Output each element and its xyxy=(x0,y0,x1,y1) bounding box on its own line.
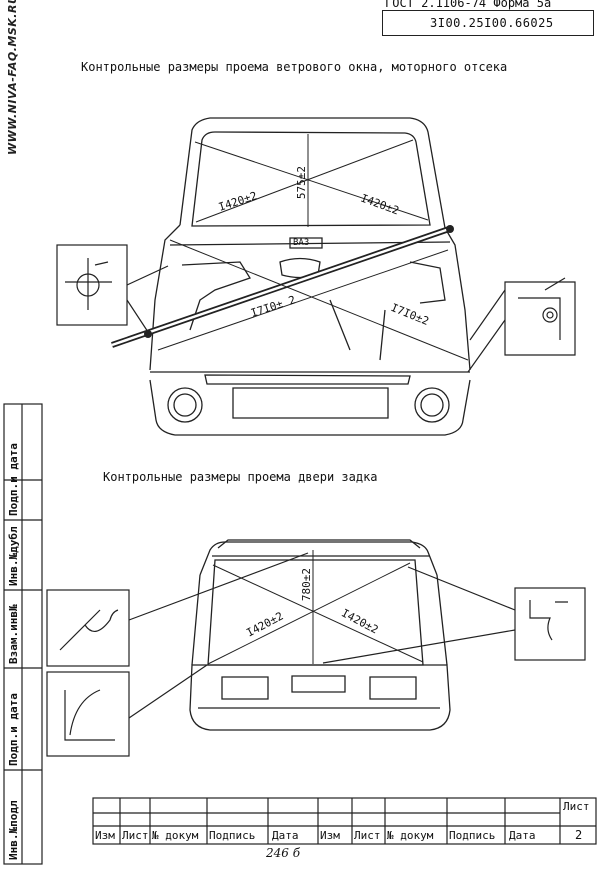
stamp-vzam-inv: Взам.инв№ xyxy=(7,604,20,664)
vaz-label: ВАЗ xyxy=(293,238,310,248)
rear-left-detail-top xyxy=(46,552,309,667)
windshield-section-title: Контрольные размеры проема ветрового окн… xyxy=(81,60,508,74)
front-dimension-lines xyxy=(157,134,469,361)
sheet-label: Лист xyxy=(563,800,590,813)
title-block-frame xyxy=(92,797,597,845)
front-right-detail xyxy=(467,277,576,373)
rear-height-label: 780±2 xyxy=(300,567,314,602)
doc-code-frame xyxy=(382,10,594,36)
doc-code: 3I00.25I00.66025 xyxy=(430,16,554,30)
front-left-detail xyxy=(56,244,169,336)
rear-dimension-lines xyxy=(207,550,424,665)
tailgate-section-title: Контрольные размеры проема двери задка xyxy=(103,470,378,484)
rear-right-detail xyxy=(322,566,586,664)
front-car-outline xyxy=(149,117,471,436)
standard-reference: ГОСТ 2.1106-74 Форма 5а xyxy=(385,0,552,10)
front-height-label: 575±2 xyxy=(295,165,309,200)
col-podpis-2: Подпись xyxy=(449,829,496,842)
sheet-number: 2 xyxy=(575,828,583,842)
measuring-rod xyxy=(111,225,454,348)
rear-left-detail-bottom xyxy=(46,664,208,757)
stamp-inv-podl: Инв.№подл xyxy=(7,800,20,860)
col-izm-2: Изм xyxy=(320,829,340,842)
col-dokum-2: № докум xyxy=(387,829,434,842)
col-dokum-1: № докум xyxy=(152,829,199,842)
rear-car-outline xyxy=(189,539,451,731)
page-number: 246 б xyxy=(266,846,301,860)
col-data-1: Дата xyxy=(272,829,299,842)
stamp-podp-data-2: Подп.и дата xyxy=(7,443,20,516)
stamp-podp-data-1: Подп.и дата xyxy=(7,693,20,766)
left-stamp-frame xyxy=(3,403,43,865)
col-izm-1: Изм xyxy=(95,829,115,842)
col-data-2: Дата xyxy=(509,829,536,842)
col-podpis-1: Подпись xyxy=(209,829,256,842)
stamp-inv-dubl: Инв.№дубл xyxy=(7,526,20,586)
col-list-1: Лист xyxy=(122,829,149,842)
col-list-2: Лист xyxy=(354,829,381,842)
